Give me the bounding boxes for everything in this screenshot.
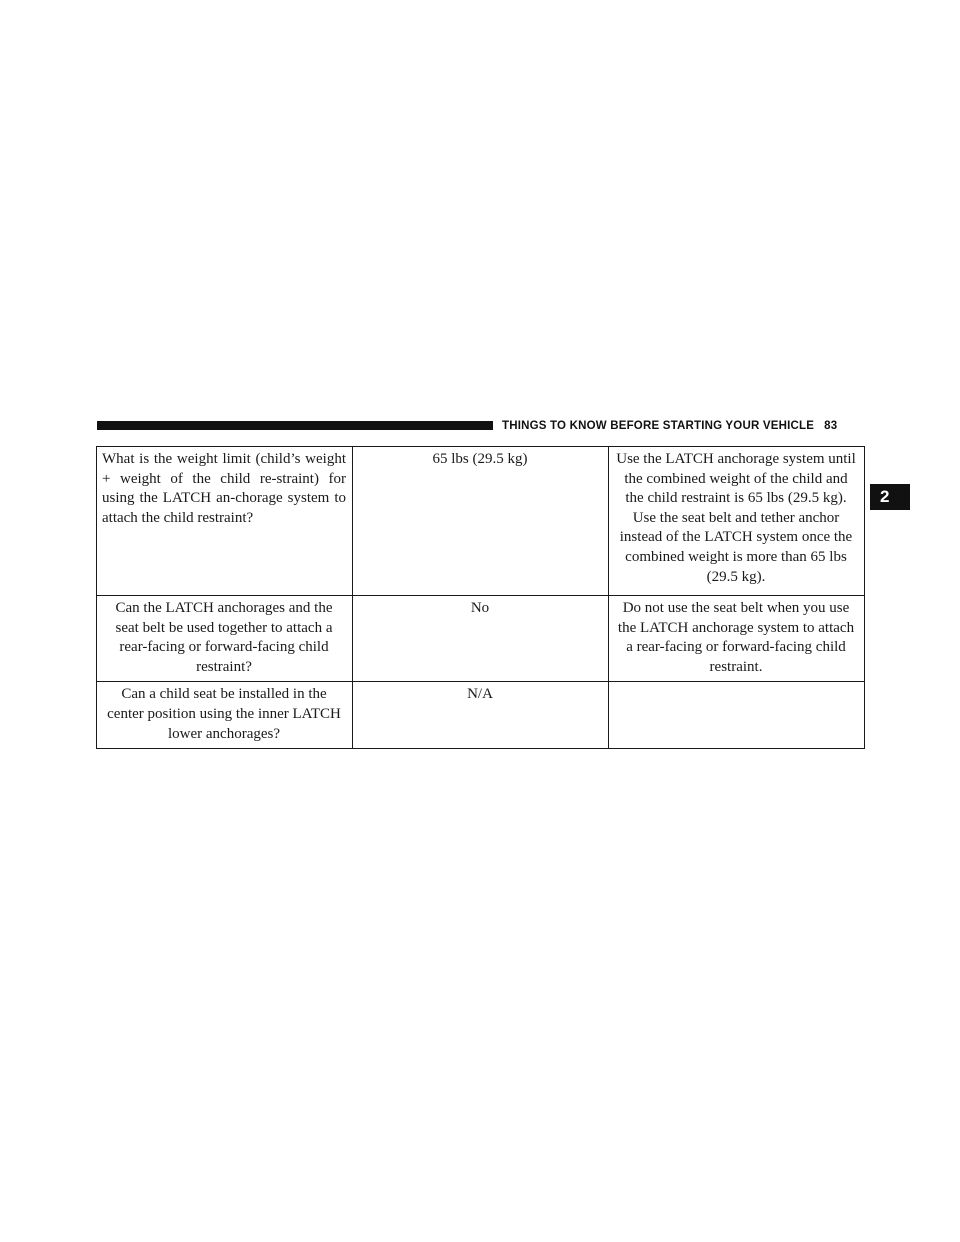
answer-cell: N/A: [352, 681, 609, 750]
header-rule-bar: [97, 421, 493, 430]
running-header: THINGS TO KNOW BEFORE STARTING YOUR VEHI…: [502, 418, 837, 434]
section-title: THINGS TO KNOW BEFORE STARTING YOUR VEHI…: [502, 420, 815, 432]
chapter-tab: 2: [870, 484, 910, 510]
table-row: Can a child seat be installed in the cen…: [96, 681, 865, 750]
question-cell: What is the weight limit (child’s weight…: [96, 446, 353, 596]
question-cell: Can the LATCH anchorages and the seat be…: [96, 594, 353, 683]
answer-cell: 65 lbs (29.5 kg): [352, 446, 609, 596]
answer-cell: No: [352, 594, 609, 683]
comment-cell: Do not use the seat belt when you use th…: [608, 594, 865, 683]
latch-faq-table: What is the weight limit (child’s weight…: [96, 446, 865, 750]
question-cell: Can a child seat be installed in the cen…: [96, 681, 353, 750]
table-row: Can the LATCH anchorages and the seat be…: [96, 594, 865, 683]
comment-cell: [608, 681, 865, 750]
page-number: 83: [824, 420, 838, 432]
table-row: What is the weight limit (child’s weight…: [96, 446, 865, 596]
comment-cell: Use the LATCH anchorage system until the…: [608, 446, 865, 596]
